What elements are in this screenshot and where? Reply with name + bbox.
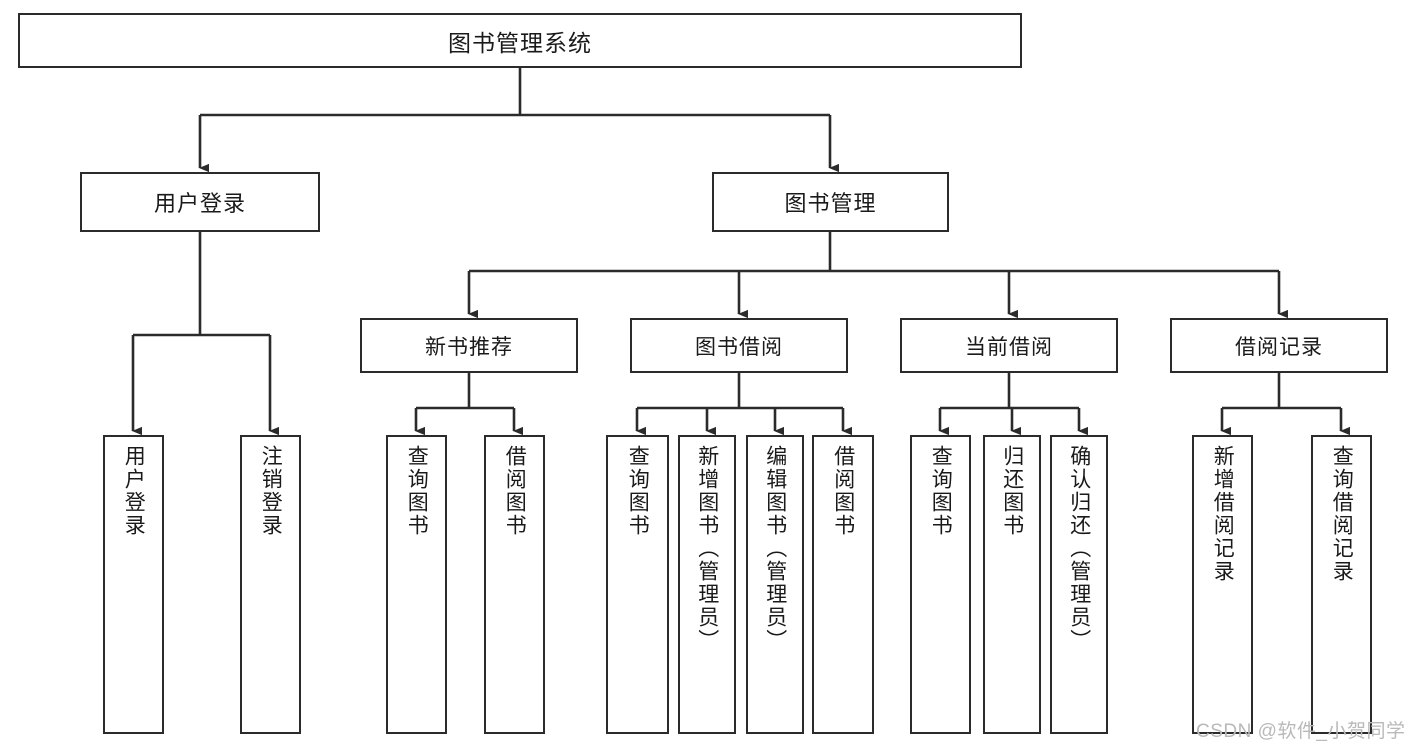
node-root[interactable]: 图书管理系统	[18, 13, 1022, 68]
node-leaf-add-book-label: 新增图书（管理员）	[695, 445, 719, 652]
node-leaf-edit-book[interactable]: 编辑图书（管理员）	[746, 435, 804, 734]
node-leaf-user-logout-label: 注销登录	[259, 445, 283, 537]
node-leaf-query-record[interactable]: 查询借阅记录	[1311, 435, 1372, 734]
node-leaf-add-record[interactable]: 新增借阅记录	[1192, 435, 1253, 734]
node-leaf-borrow-book-2[interactable]: 借阅图书	[812, 435, 874, 734]
node-current-borrow-label: 当前借阅	[965, 335, 1053, 359]
csdn-watermark: CSDN @软件_小贺同学	[1196, 721, 1405, 742]
node-borrow-record[interactable]: 借阅记录	[1170, 318, 1388, 373]
node-leaf-user-login[interactable]: 用户登录	[103, 435, 164, 734]
node-book-manage[interactable]: 图书管理	[712, 172, 949, 232]
node-leaf-query-book-1[interactable]: 查询图书	[386, 435, 447, 734]
node-user-login[interactable]: 用户登录	[80, 172, 320, 232]
node-borrow-record-label: 借阅记录	[1235, 335, 1323, 359]
node-leaf-confirm-return-label: 确认归还（管理员）	[1067, 445, 1091, 652]
node-leaf-borrow-book-1-label: 借阅图书	[503, 445, 527, 537]
node-leaf-user-logout[interactable]: 注销登录	[240, 435, 301, 734]
node-user-login-label: 用户登录	[153, 191, 246, 216]
node-leaf-query-book-2-label: 查询图书	[626, 445, 650, 537]
node-book-borrow-label: 图书借阅	[695, 335, 783, 359]
node-book-borrow[interactable]: 图书借阅	[630, 318, 848, 373]
node-current-borrow[interactable]: 当前借阅	[900, 318, 1118, 373]
node-leaf-query-book-2[interactable]: 查询图书	[606, 435, 669, 734]
node-leaf-add-record-label: 新增借阅记录	[1211, 445, 1235, 583]
node-leaf-return-book-label: 归还图书	[1000, 445, 1024, 537]
node-leaf-query-book-1-label: 查询图书	[405, 445, 429, 537]
node-new-book-rec[interactable]: 新书推荐	[360, 318, 578, 373]
node-leaf-edit-book-label: 编辑图书（管理员）	[763, 445, 787, 652]
node-leaf-add-book[interactable]: 新增图书（管理员）	[678, 435, 736, 734]
node-leaf-query-book-3-label: 查询图书	[929, 445, 953, 537]
node-book-manage-label: 图书管理	[784, 191, 877, 216]
node-leaf-return-book[interactable]: 归还图书	[983, 435, 1041, 734]
node-leaf-confirm-return[interactable]: 确认归还（管理员）	[1050, 435, 1108, 734]
node-leaf-query-record-label: 查询借阅记录	[1330, 445, 1354, 583]
node-leaf-user-login-label: 用户登录	[122, 445, 146, 537]
node-leaf-query-book-3[interactable]: 查询图书	[910, 435, 971, 734]
node-leaf-borrow-book-1[interactable]: 借阅图书	[484, 435, 545, 734]
node-root-label: 图书管理系统	[448, 29, 592, 56]
node-new-book-rec-label: 新书推荐	[425, 335, 513, 359]
node-leaf-borrow-book-2-label: 借阅图书	[831, 445, 855, 537]
